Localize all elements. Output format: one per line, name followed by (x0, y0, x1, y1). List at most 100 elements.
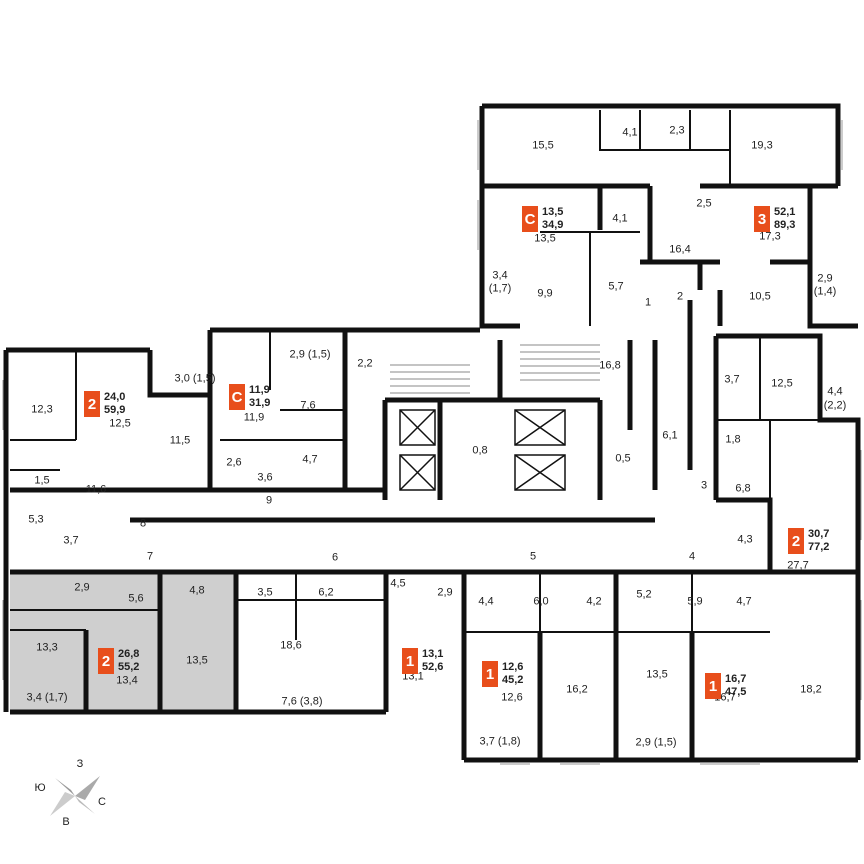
room-area-label: 11,6 (85, 483, 107, 496)
room-area-label: 2,9 (1,5) (635, 736, 677, 749)
room-area-label: 0,5 (615, 452, 631, 465)
apartment-total-area: 52,1 (774, 206, 796, 218)
room-area-label: 6,2 (318, 586, 334, 599)
room-area-label: (1,7) (488, 282, 512, 295)
compass: З С В Ю (34, 756, 130, 836)
apartment-rooms-count: 1 (482, 661, 498, 687)
room-area-label: (1,4) (813, 285, 837, 298)
room-area-label: 15,5 (532, 139, 554, 152)
apartment-rooms-count: С (522, 206, 538, 232)
partitions (10, 110, 820, 640)
room-area-label: 3,6 (257, 471, 273, 484)
room-area-label: 3,4 (492, 269, 508, 282)
room-area-label: 2,2 (357, 357, 373, 370)
room-area-label: 12,3 (31, 403, 53, 416)
room-area-label: 6,0 (533, 595, 549, 608)
room-area-label: 4,2 (586, 595, 602, 608)
compass-icon (50, 776, 100, 816)
room-area-label: 1,8 (725, 433, 741, 446)
room-area-label: 2,5 (696, 197, 712, 210)
walls (3, 103, 861, 763)
compass-north: З (76, 758, 84, 770)
room-area-label: 6,1 (662, 429, 678, 442)
room-area-label: 19,3 (751, 139, 773, 152)
room-area-label: 5,9 (687, 595, 703, 608)
stairs-icon (390, 344, 600, 394)
room-area-label: 13,5 (646, 668, 668, 681)
room-area-label: 11,9 (243, 411, 265, 424)
room-area-label: 2,9 (817, 272, 833, 285)
room-area-label: 10,5 (749, 290, 771, 303)
room-area-label: 7,6 (300, 399, 316, 412)
room-area-label: 9,9 (537, 287, 553, 300)
room-area-label: 3,7 (1,8) (479, 735, 521, 748)
room-area-label: 17,3 (759, 230, 781, 243)
room-area-label: 5 (529, 550, 537, 563)
room-area-label: 16,7 (714, 691, 736, 704)
room-area-label: 11,5 (169, 434, 191, 447)
room-area-label: 16,8 (599, 359, 621, 372)
room-area-label: 4,4 (827, 385, 843, 398)
apartment-total-area: 16,7 (725, 673, 747, 685)
room-area-label: 12,6 (501, 691, 523, 704)
room-area-label: 8 (139, 517, 147, 530)
room-area-label: 3,7 (63, 534, 79, 547)
selected-apartment-fill (10, 572, 236, 712)
apartment-living-area: 45,2 (502, 674, 524, 686)
apartment-living-area: 77,2 (808, 541, 830, 553)
apartment-total-area: 13,1 (422, 648, 444, 660)
apartment-total-area: 30,7 (808, 528, 830, 540)
apartment-rooms-count: 2 (98, 648, 114, 674)
room-area-label: 13,5 (534, 232, 556, 245)
room-area-label: 16,4 (669, 243, 691, 256)
room-area-label: 4,1 (612, 212, 628, 225)
room-area-label: 4,8 (189, 584, 205, 597)
room-area-label: 6 (331, 551, 339, 564)
room-area-label: 12,5 (771, 377, 793, 390)
room-area-label: 3,7 (724, 373, 740, 386)
apartment-living-area: 47,5 (725, 686, 747, 698)
compass-east: С (98, 796, 106, 808)
windows (2, 120, 862, 765)
apartment-living-area: 34,9 (542, 219, 564, 231)
room-area-label: 16,2 (566, 683, 588, 696)
room-area-label: 7,6 (3,8) (281, 695, 323, 708)
room-area-label: 4,5 (390, 577, 406, 590)
elevator-icon (399, 409, 566, 491)
room-area-label: 1,5 (34, 474, 50, 487)
room-area-label: 5,3 (28, 513, 44, 526)
apartment-living-area: 59,9 (104, 404, 126, 416)
room-area-label: 2,9 (74, 581, 90, 594)
room-area-label: 4,7 (736, 595, 752, 608)
apartment-living-area: 52,6 (422, 661, 444, 673)
room-area-label: 5,7 (608, 280, 624, 293)
room-area-label: 3,0 (1,5) (174, 372, 216, 385)
room-area-label: 27,7 (787, 559, 809, 572)
room-area-label: 4,7 (302, 453, 318, 466)
apartment-rooms-count: С (229, 384, 245, 410)
room-area-label: 2,3 (669, 124, 685, 137)
room-area-label: 0,8 (472, 444, 488, 457)
room-area-label: 3 (700, 479, 708, 492)
room-area-label: 13,5 (186, 654, 208, 667)
room-area-label: 2,6 (226, 456, 242, 469)
room-area-label: 3,5 (257, 586, 273, 599)
apartment-rooms-count: 2 (84, 391, 100, 417)
room-area-label: 13,4 (116, 674, 138, 687)
